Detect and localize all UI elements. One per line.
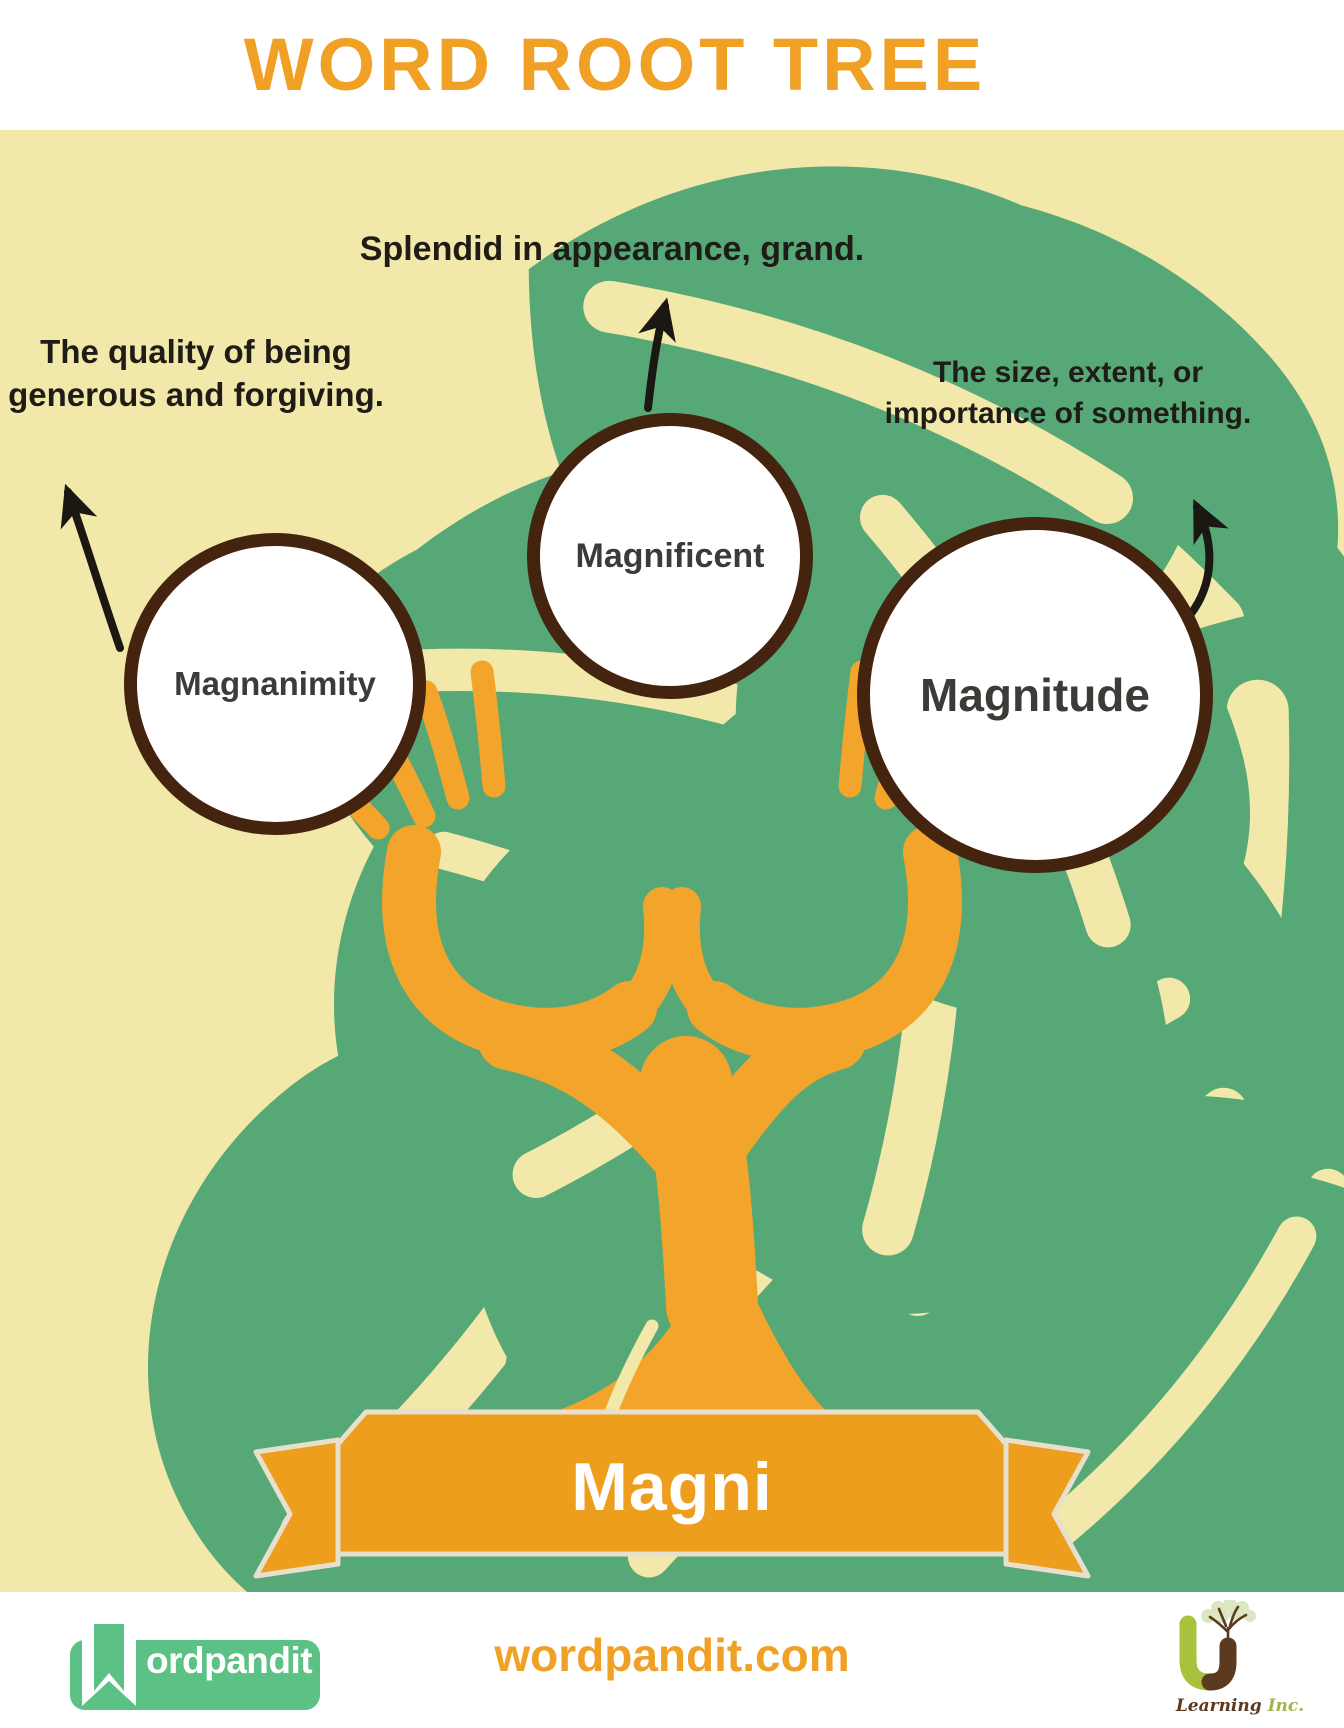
- definition-line: The size, extent, or: [932, 356, 1204, 389]
- word-label: Magnificent: [575, 536, 765, 575]
- word-circle-magnanimity: Magnanimity: [124, 533, 426, 835]
- word-circle-magnitude: Magnitude: [857, 517, 1213, 873]
- learning-inc-caption: Learning Inc.: [1150, 1696, 1330, 1716]
- word-label: Magnitude: [920, 669, 1150, 721]
- root-ribbon: [253, 1409, 1091, 1579]
- root-word-label: Magni: [571, 1449, 773, 1525]
- definition-magnitude: The size, extent, or importance of somet…: [880, 352, 1256, 434]
- footer-band: ordpandit wordpandit.com: [0, 1592, 1344, 1728]
- definition-magnificent: Splendid in appearance, grand.: [272, 230, 952, 269]
- arrow-right-icon: [1186, 499, 1229, 619]
- arrow-left-icon: [60, 483, 124, 652]
- logo-tree-foliage: [1201, 1600, 1256, 1623]
- header-band: WORD ROOT TREE: [0, 0, 1344, 130]
- page-title: WORD ROOT TREE: [243, 23, 987, 106]
- wordpandit-logo-text: ordpandit: [146, 1640, 313, 1681]
- definition-line: Splendid in appearance, grand.: [359, 230, 865, 268]
- learning-inc-word: Inc.: [1267, 1696, 1305, 1716]
- word-circle-magnificent: Magnificent: [527, 413, 813, 699]
- learning-inc-logo: [1179, 1600, 1256, 1691]
- website-url: wordpandit.com: [494, 1629, 850, 1681]
- wordpandit-logo: [70, 1624, 320, 1710]
- definition-magnanimity: The quality of being generous and forgiv…: [0, 330, 392, 416]
- word-label: Magnanimity: [174, 665, 376, 702]
- definition-line: generous and forgiving.: [8, 376, 384, 413]
- definition-line: The quality of being: [40, 333, 352, 370]
- definition-line: importance of something.: [884, 397, 1252, 430]
- arrow-middle-icon: [638, 297, 676, 412]
- learning-word: Learning: [1175, 1696, 1262, 1716]
